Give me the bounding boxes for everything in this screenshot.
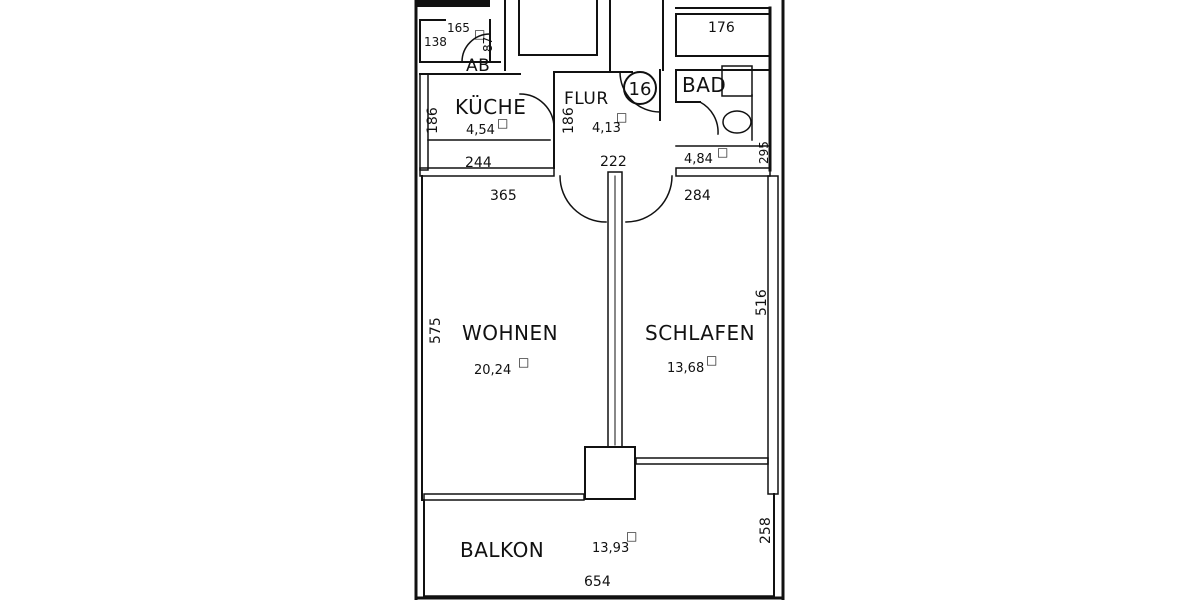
dim-schlafen-side: 516	[754, 289, 770, 316]
area-balkon: 13,93	[592, 541, 629, 556]
unit-mark-wohnen: □	[518, 355, 529, 369]
room-name-schlafen: SCHLAFEN	[645, 321, 755, 345]
stair-outline	[518, 0, 598, 56]
dim-wohnen-top: 365	[490, 188, 517, 204]
room-name-wohnen: WOHNEN	[462, 321, 558, 345]
dim-kueche-side: 186	[425, 107, 441, 134]
unit-mark-kueche: □	[497, 116, 508, 130]
dim-kueche-bottom: 244	[465, 155, 492, 171]
entrance-door-swing	[619, 71, 661, 113]
dim-ab-left: 138	[424, 35, 447, 49]
dim-balkon-side: 258	[758, 517, 774, 544]
ab-door-swing	[461, 33, 491, 63]
dim-schlafen-top: 284	[684, 188, 711, 204]
unit-mark-ab: □	[474, 27, 485, 41]
schlafen-door-swing	[625, 175, 673, 223]
room-name-flur: FLUR	[564, 89, 609, 109]
wohnen-door-swing	[559, 175, 607, 223]
area-schlafen: 13,68	[667, 361, 704, 376]
toilet-icon	[722, 110, 752, 134]
unit-mark-bad: □	[717, 145, 728, 159]
sink-icon	[721, 65, 753, 97]
area-kueche: 4,54	[466, 123, 495, 138]
dim-ab-right: 87	[481, 37, 495, 52]
dim-flur-side: 186	[561, 107, 577, 134]
apartment-number-circle	[623, 71, 657, 105]
dim-bad-side: 295	[757, 141, 771, 164]
apartment-number: 16	[629, 79, 652, 100]
room-name-balkon: BALKON	[460, 538, 544, 562]
dim-ab-top: 165	[447, 21, 470, 35]
bath-door-swing	[698, 100, 719, 135]
unit-mark-flur: □	[616, 110, 627, 124]
dim-wohnen-side: 575	[428, 317, 444, 344]
dim-balkon-bottom: 654	[584, 574, 611, 590]
top-wall-block	[416, 0, 490, 7]
column	[584, 446, 636, 500]
ab-wall	[419, 19, 501, 63]
dim-bad-top: 176	[708, 20, 735, 36]
area-bad: 4,84	[684, 152, 713, 167]
area-flur: 4,13	[592, 121, 621, 136]
dim-flur-bottom: 222	[600, 154, 627, 170]
room-name-bad: BAD	[682, 73, 726, 97]
room-name-kueche: KÜCHE	[455, 95, 526, 119]
unit-mark-balkon: □	[626, 529, 637, 543]
room-name-ab: AB	[466, 56, 490, 76]
area-wohnen: 20,24	[474, 363, 511, 378]
unit-mark-schlafen: □	[706, 353, 717, 367]
